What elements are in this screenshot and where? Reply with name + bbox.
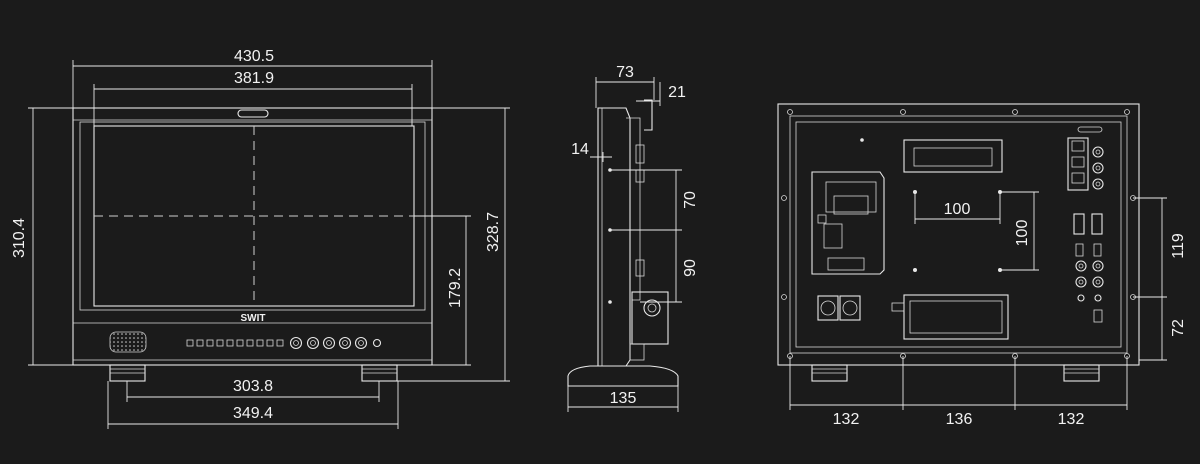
label-vesa-vertical: 100 bbox=[1014, 220, 1031, 247]
label-handle-depth: 21 bbox=[668, 84, 686, 101]
front-knobs bbox=[289, 336, 382, 350]
rear-handle bbox=[903, 139, 1003, 173]
rear-outer-frame bbox=[777, 103, 1140, 366]
side-view: 73 21 14 70 90 135 bbox=[567, 64, 699, 412]
dim-offset bbox=[590, 152, 612, 162]
rear-view: 100 100 119 72 132 136 132 bbox=[777, 103, 1187, 428]
label-offset: 14 bbox=[571, 141, 589, 158]
rear-io-panel bbox=[1067, 126, 1104, 323]
brand-logo: SWIT bbox=[241, 313, 266, 324]
dim-overall-height bbox=[28, 107, 73, 366]
speaker-grille bbox=[109, 331, 147, 353]
side-base bbox=[567, 365, 679, 387]
label-right-holes-upper: 119 bbox=[1170, 233, 1187, 259]
battery-plate bbox=[811, 171, 885, 275]
rear-battery-box bbox=[903, 294, 1009, 340]
dim-handle-depth bbox=[636, 82, 661, 106]
label-vesa-horizontal: 100 bbox=[944, 201, 971, 218]
label-base-depth: 135 bbox=[610, 390, 637, 407]
dim-screen-width bbox=[93, 84, 413, 126]
dim-vesa-vertical bbox=[1000, 191, 1039, 271]
label-overall-width: 430.5 bbox=[234, 48, 274, 65]
dim-height-with-feet bbox=[397, 107, 510, 382]
side-stand-bracket bbox=[631, 291, 669, 345]
dim-hole-chain bbox=[610, 169, 682, 303]
dim-right-holes bbox=[1133, 197, 1167, 361]
front-buttons bbox=[186, 339, 284, 347]
dim-overall-width bbox=[72, 60, 433, 108]
label-mount-height: 179.2 bbox=[447, 268, 464, 308]
side-handle bbox=[644, 99, 653, 131]
label-hole-spacing-upper: 70 bbox=[682, 191, 699, 209]
front-view: SWIT bbox=[11, 48, 510, 429]
label-feet-inner: 303.8 bbox=[233, 378, 273, 395]
rear-feet bbox=[811, 364, 1100, 382]
label-height-with-feet: 328.7 bbox=[485, 212, 502, 252]
dim-base-depth bbox=[567, 386, 679, 412]
dim-depth bbox=[595, 77, 655, 108]
dim-bottom-chain bbox=[789, 356, 1128, 410]
side-body bbox=[597, 107, 631, 367]
label-bottom-right: 132 bbox=[1058, 411, 1085, 428]
xlr-connectors bbox=[817, 295, 861, 321]
label-depth: 73 bbox=[616, 64, 634, 81]
label-hole-spacing-lower: 90 bbox=[682, 259, 699, 277]
dim-mount-height bbox=[414, 215, 471, 366]
dim-feet-outer bbox=[107, 381, 399, 429]
vesa-holes bbox=[860, 138, 1002, 272]
dim-feet-inner bbox=[126, 381, 380, 402]
label-bottom-middle: 136 bbox=[946, 411, 973, 428]
label-right-holes-lower: 72 bbox=[1170, 319, 1187, 337]
label-feet-outer: 349.4 bbox=[233, 405, 273, 422]
label-screen-width: 381.9 bbox=[234, 70, 274, 87]
front-feet bbox=[109, 364, 398, 382]
dim-vesa-horizontal bbox=[914, 192, 1001, 224]
top-handle bbox=[237, 109, 269, 118]
label-overall-height: 310.4 bbox=[11, 218, 28, 258]
label-bottom-left: 132 bbox=[833, 411, 860, 428]
front-outer-frame bbox=[72, 107, 433, 366]
